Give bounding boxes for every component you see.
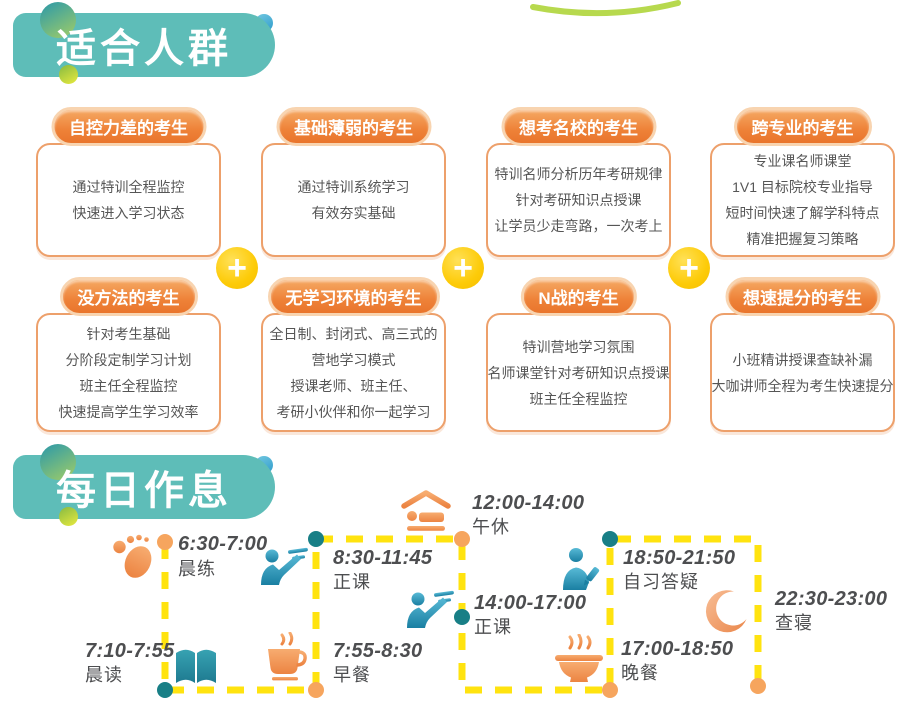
card-line: 分阶段定制学习计划 (65, 351, 192, 368)
audience-tag: 自控力差的考生 (51, 107, 206, 146)
audience-tag: 想速提分的考生 (725, 277, 880, 316)
card-line: 精准把握复习策略 (746, 231, 859, 247)
audience-card-body: 通过特训系统学习 有效夯实基础 (263, 145, 444, 255)
plus-badge: + (442, 247, 484, 289)
card-line: 1V1 目标院校专业指导 (732, 179, 873, 195)
moon-icon (705, 590, 747, 633)
bowl-icon (555, 634, 603, 682)
audience-tag: 跨专业的考生 (733, 107, 872, 146)
audience-tag: N战的考生 (520, 277, 637, 316)
section-banner-audience: 适合人群 (13, 2, 275, 84)
card-line: 班主任全程监控 (529, 390, 628, 407)
audience-card: 跨专业的考生 专业课名师课堂 1V1 目标院校专业指导 短时间快速了解学科特点 … (710, 107, 895, 257)
book-icon (176, 649, 216, 683)
audience-card: 想考名校的考生 特训名师分析历年考研规律 针对考研知识点授课 让学员少走弯路，一… (486, 107, 671, 257)
card-line: 名师课堂针对考研知识点授课 (487, 364, 670, 381)
schedule-label: 正课 (333, 572, 371, 592)
schedule-dot (602, 531, 618, 547)
plus-sign: + (453, 249, 473, 287)
card-line: 授课老师、班主任、 (290, 377, 417, 394)
schedule-time: 8:30-11:45 (333, 547, 433, 569)
schedule-time: 18:50-21:50 (623, 547, 736, 569)
student-writing-icon (563, 548, 600, 590)
schedule-dot (750, 678, 766, 694)
card-line: 快速提高学生学习效率 (58, 403, 199, 420)
coffee-icon (268, 632, 307, 681)
plus-badge: + (216, 247, 258, 289)
audience-tag: 没方法的考生 (59, 277, 198, 316)
schedule-label: 查寝 (775, 613, 813, 633)
schedule-time: 17:00-18:50 (621, 638, 734, 660)
schedule-time: 7:10-7:55 (85, 640, 175, 662)
card-line: 大咖讲师全程为考生快速提分 (711, 377, 894, 394)
card-line: 考研小伙伴和你一起学习 (276, 403, 431, 420)
decor-circle-yellow (59, 65, 78, 84)
audience-card-body: 针对考生基础 分阶段定制学习计划 班主任全程监控 快速提高学生学习效率 (38, 315, 219, 430)
card-line: 有效夯实基础 (311, 205, 396, 221)
audience-card: 没方法的考生 针对考生基础 分阶段定制学习计划 班主任全程监控 快速提高学生学习… (36, 277, 221, 432)
schedule-dot (454, 609, 470, 625)
plus-sign: + (227, 249, 247, 287)
card-line: 针对考生基础 (86, 325, 171, 342)
decor-circle-teal (40, 2, 76, 38)
decor-circle-yellow (59, 507, 78, 526)
section-banner-schedule: 每日作息 (13, 444, 275, 526)
schedule-dot (308, 531, 324, 547)
schedule-time: 6:30-7:00 (178, 533, 268, 555)
schedule-time: 7:55-8:30 (333, 640, 423, 662)
card-line: 快速进入学习状态 (72, 205, 185, 221)
audience-card: N战的考生 特训营地学习氛围 名师课堂针对考研知识点授课 班主任全程监控 (486, 277, 671, 432)
audience-card: 自控力差的考生 通过特训全程监控 快速进入学习状态 (36, 107, 221, 257)
audience-card: 基础薄弱的考生 通过特训系统学习 有效夯实基础 (261, 107, 446, 257)
schedule-dot (308, 682, 324, 698)
card-line: 通过特训系统学习 (297, 179, 410, 195)
card-line: 针对考研知识点授课 (515, 192, 642, 208)
card-line: 班主任全程监控 (79, 377, 178, 394)
schedule-dot (454, 531, 470, 547)
footprints-icon (113, 534, 152, 578)
schedule-label: 晨读 (85, 665, 123, 685)
schedule-label: 正课 (474, 617, 512, 637)
schedule-dot (157, 682, 173, 698)
card-line: 短时间快速了解学科特点 (725, 205, 880, 221)
card-line: 全日制、封闭式、高三式的 (269, 325, 438, 342)
audience-card-body: 专业课名师课堂 1V1 目标院校专业指导 短时间快速了解学科特点 精准把握复习策… (712, 145, 893, 255)
audience-card: 想速提分的考生 小班精讲授课查缺补漏 大咖讲师全程为考生快速提分 (710, 277, 895, 432)
audience-card-body: 小班精讲授课查缺补漏 大咖讲师全程为考生快速提分 (711, 315, 894, 430)
nap-icon (401, 490, 451, 531)
audience-card: 无学习环境的考生 全日制、封闭式、高三式的 营地学习模式 授课老师、班主任、 考… (261, 277, 446, 432)
schedule-label: 晚餐 (621, 663, 659, 683)
schedule-time: 12:00-14:00 (472, 492, 585, 514)
schedule-dot (602, 682, 618, 698)
audience-tag: 基础薄弱的考生 (276, 107, 431, 146)
card-line: 小班精讲授课查缺补漏 (732, 351, 873, 368)
audience-card-body: 特训名师分析历年考研规律 针对考研知识点授课 让学员少走弯路，一次考上 (488, 145, 669, 255)
card-line: 营地学习模式 (311, 351, 396, 368)
schedule-label: 自习答疑 (623, 572, 699, 592)
teacher-icon (261, 547, 308, 585)
schedule-label: 午休 (472, 517, 510, 537)
audience-tag: 想考名校的考生 (501, 107, 656, 146)
card-line: 专业课名师课堂 (753, 153, 852, 169)
audience-card-body: 通过特训全程监控 快速进入学习状态 (38, 145, 219, 255)
plus-badge: + (668, 247, 710, 289)
audience-card-body: 特训营地学习氛围 名师课堂针对考研知识点授课 班主任全程监控 (487, 315, 670, 430)
teacher-icon (407, 590, 454, 628)
decor-green-arc (530, 0, 681, 17)
card-line: 通过特训全程监控 (72, 179, 185, 195)
schedule-time: 22:30-23:00 (775, 588, 888, 610)
card-line: 特训名师分析历年考研规律 (494, 166, 663, 182)
schedule-label: 晨练 (178, 559, 216, 579)
section-title-audience: 适合人群 (56, 27, 232, 71)
decor-circle-teal (40, 444, 76, 480)
schedule-time: 14:00-17:00 (474, 592, 587, 614)
plus-sign: + (679, 249, 699, 287)
card-line: 特训营地学习氛围 (522, 338, 635, 355)
audience-card-body: 全日制、封闭式、高三式的 营地学习模式 授课老师、班主任、 考研小伙伴和你一起学… (263, 315, 444, 430)
section-title-schedule: 每日作息 (56, 469, 232, 513)
schedule-label: 早餐 (333, 665, 371, 685)
audience-tag: 无学习环境的考生 (267, 277, 440, 316)
card-line: 让学员少走弯路，一次考上 (494, 218, 663, 234)
